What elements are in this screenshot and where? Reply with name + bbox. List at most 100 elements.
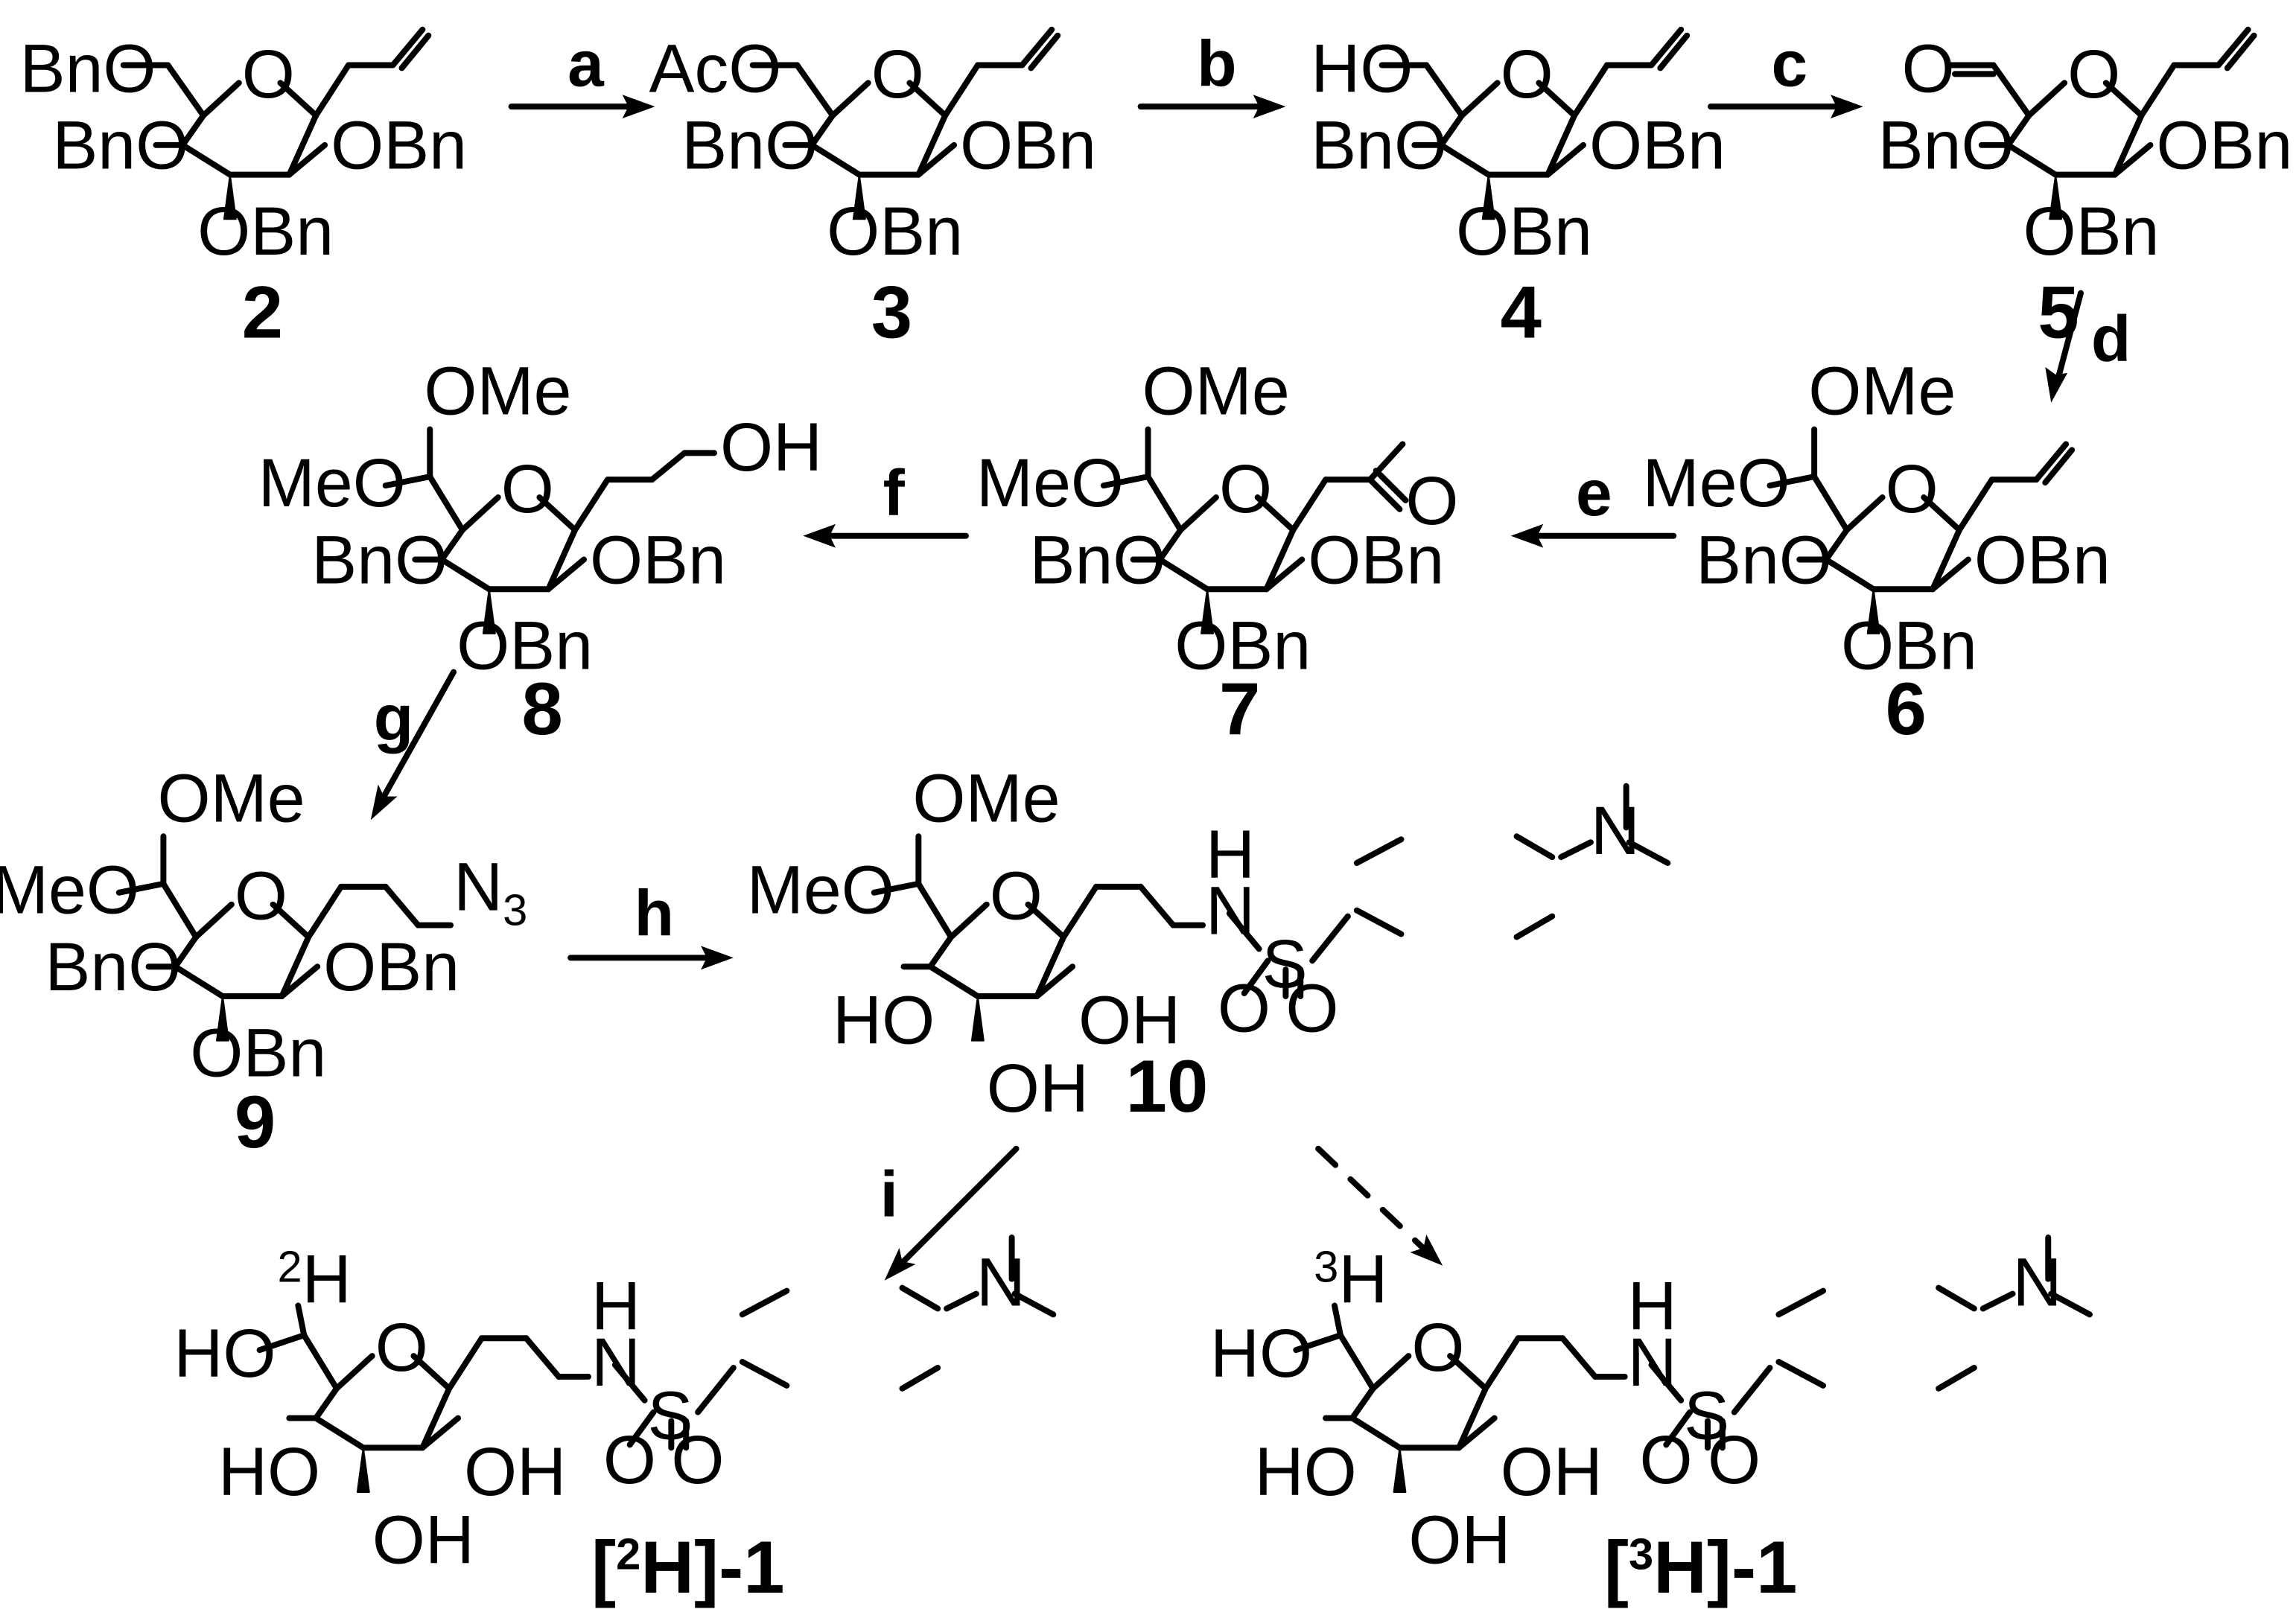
obn-label: OBn [1308,522,1444,598]
sulfur-label: S [1262,926,1308,1002]
meo-label: MeO [258,445,406,521]
meo-label: MeO [747,853,894,928]
step-label-g: g [374,681,413,754]
oh-label: OH [1501,1434,1603,1510]
sulfonyl-oxygen: O [1708,1422,1761,1498]
reaction-arrow-i[interactable]: i [880,1145,1020,1281]
ome-label: OMe [424,354,571,430]
bno-label: BnO [45,929,181,1005]
oh-label: OH [1408,1502,1510,1578]
reaction-arrow-dashed[interactable] [1315,1145,1443,1266]
compound-label-9: 9 [235,1081,276,1164]
step-label-e: e [1576,456,1612,529]
compound-3H-1: O 3H HO H N S O O N HO OH OH [3H]-1 [1210,1235,2093,1609]
obn-label: OBn [1174,608,1311,684]
ring-oxygen: O [242,36,295,112]
meo-label: MeO [0,853,139,928]
oh-label: OH [1078,983,1180,1059]
meo-label: MeO [976,445,1124,521]
compound-9: O N3 OMe MeO BnO OBn OBn 9 [0,760,527,1163]
compound-2H-1: O 2H HO H N S O O N HO OH OH [2H]-1 [174,1235,1057,1609]
step-label-b: b [1197,27,1236,100]
compound-label-10: 10 [1126,1045,1209,1128]
obn-label: OBn [1974,522,2111,598]
step-label-a: a [567,27,605,100]
aldehyde-oxygen: O [1901,31,1954,106]
compound-label-3: 3 [871,271,912,354]
aldehyde-oxygen: O [1405,463,1458,539]
compound-label-2H-1: [2H]-1 [591,1526,785,1609]
dimethylamino-n: N [2013,1244,2062,1320]
ring-oxygen: O [1219,451,1272,527]
compound-4: O HO BnO OBn OBn 4 [1311,26,1726,354]
compound-label-2: 2 [242,271,283,354]
bno-label: BnO [311,522,448,598]
oh-label: OH [372,1502,474,1578]
sulfonyl-oxygen: O [1285,971,1338,1047]
sulfur-label: S [1684,1377,1729,1453]
dimethylamino-n: N [976,1244,1025,1320]
bno-label: BnO [1878,108,2014,184]
bno-label: BnO [1311,108,1447,184]
nh-n-label: N [1206,873,1255,949]
bno-label: BnO [20,31,156,106]
step-label-d: d [2091,302,2131,375]
reaction-arrow-f[interactable]: f [803,456,969,548]
obn-label: OBn [331,108,467,184]
ho-label: HO [1210,1316,1312,1392]
aco-label: AcO [649,31,782,106]
compound-2: O BnO BnO OBn OBn 2 [20,26,467,354]
obn-label: OBn [2156,108,2292,184]
obn-label: OBn [1456,194,1592,270]
obn-label: OBn [590,522,726,598]
nh-h-label: H [1206,817,1255,893]
bno-label: BnO [52,108,188,184]
ome-label: OMe [912,760,1060,836]
compound-5: O O BnO OBn OBn 5 [1878,26,2292,354]
ho-label: HO [218,1434,320,1510]
sulfur-label: S [648,1377,693,1453]
compound-6: O OMe MeO BnO OBn OBn 6 [1643,354,2111,751]
compound-3: O AcO BnO OBn OBn 3 [649,26,1096,354]
bno-label: BnO [1029,522,1166,598]
ho-label: HO [1311,31,1413,106]
ring-oxygen: O [1886,451,1939,527]
ring-oxygen: O [2067,36,2120,112]
oh-label: OH [464,1434,566,1510]
ome-label: OMe [1142,354,1290,430]
ring-oxygen: O [871,36,924,112]
ring-oxygen: O [1411,1310,1464,1386]
reaction-arrow-d[interactable]: d [2045,290,2131,403]
obn-label: OBn [323,929,459,1005]
compound-label-8: 8 [522,668,563,751]
obn-label: OBn [1841,608,1977,684]
reaction-arrow-g[interactable]: g [370,669,457,821]
compound-label-5: 5 [2038,271,2079,354]
reaction-arrow-c[interactable]: c [1707,27,1863,119]
compound-8: O OH OMe MeO BnO OBn OBn 8 [258,354,822,751]
oh-label: OH [720,410,822,485]
compound-label-6: 6 [1886,668,1927,751]
reaction-arrow-h[interactable]: h [567,876,734,970]
ho-label: HO [174,1316,276,1392]
reaction-arrow-e[interactable]: e [1510,456,1677,548]
reaction-arrow-b[interactable]: b [1137,27,1286,119]
compound-label-7: 7 [1219,668,1260,751]
obn-label: OBn [1589,108,1726,184]
tritium-label: 3H [1314,1242,1387,1318]
dimethylamino-n: N [1591,793,1640,869]
reaction-arrow-a[interactable]: a [508,27,655,119]
step-label-f: f [883,456,906,529]
nh-n-label: N [1628,1325,1677,1401]
meo-label: MeO [1643,445,1790,521]
step-label-i: i [880,1158,898,1231]
obn-label: OBn [190,1015,326,1091]
bno-label: BnO [1696,522,1832,598]
oh-label: OH [987,1051,1089,1127]
ring-oxygen: O [1501,36,1554,112]
deuterium-label: 2H [278,1242,352,1318]
nh-h-label: H [591,1268,640,1344]
sulfonyl-oxygen: O [671,1422,724,1498]
step-label-h: h [635,876,674,949]
